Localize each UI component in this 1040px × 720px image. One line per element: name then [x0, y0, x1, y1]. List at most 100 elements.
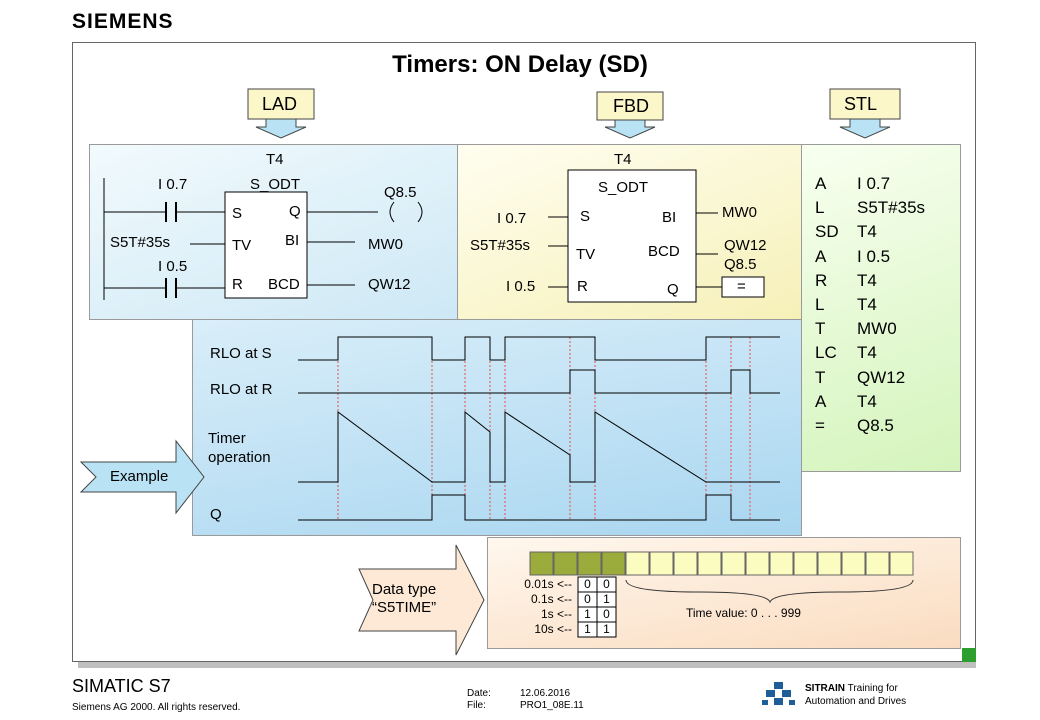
bit-row: 1 1: [578, 622, 616, 637]
stl-tab-arrow: [829, 88, 901, 139]
lad-timer-name: T4: [266, 151, 284, 168]
sitrain-sub-1: Training for: [847, 683, 898, 694]
lad-pin-tv: TV: [232, 237, 252, 254]
timer-operation-signal: [298, 410, 780, 483]
base-001: 0.01s <--: [524, 577, 572, 591]
lad-pin-r: R: [232, 276, 243, 293]
sitrain-label: SITRAIN: [805, 683, 845, 694]
rlo-r-signal: [298, 369, 780, 394]
stl-operand: Q8.5: [857, 415, 894, 435]
value-brace: [625, 579, 914, 604]
time-value-label: Time value: 0 . . . 999: [686, 606, 801, 620]
example-label: Example: [110, 468, 169, 485]
lad-pin-bcd: BCD: [268, 276, 300, 293]
tab-stl[interactable]: STL: [844, 94, 878, 114]
fbd-output-bi: MW0: [722, 204, 757, 221]
sitrain-logo-icon: [762, 682, 795, 705]
stl-line: A I 0.7: [815, 174, 925, 198]
sitrain-name: SITRAIN Training for: [805, 683, 898, 694]
stl-line: SD T4: [815, 222, 925, 246]
bit-row: 0 0: [578, 577, 616, 592]
fbd-output-q: Q8.5: [724, 256, 757, 273]
lad-coil-label: Q8.5: [384, 184, 417, 201]
stl-line: T MW0: [815, 319, 925, 343]
timer-op-label-1: Timer: [208, 430, 246, 447]
timing-markers: [337, 337, 751, 520]
fbd-pin-bcd: BCD: [648, 243, 680, 260]
fbd-block-name: S_ODT: [598, 179, 649, 196]
fbd-timer-box: [567, 169, 697, 303]
lad-tab-arrow: [247, 88, 315, 139]
fbd-output-bcd: QW12: [724, 237, 767, 254]
fbd-tab-arrow: [596, 91, 664, 139]
bit-row: 1 0: [578, 607, 616, 622]
file-value: PRO1_08E.11: [520, 700, 584, 711]
sitrain-sub-2: Automation and Drives: [805, 696, 907, 707]
siemens-logo: SIEMENS: [72, 10, 174, 33]
timing-panel: [192, 319, 802, 536]
s5time-bases: 0.01s <-- 0.1s <-- 1s <-- 10s <--: [490, 577, 572, 637]
stl-operand: T4: [857, 343, 877, 363]
q-signal: [298, 494, 780, 521]
bit-cell: 0: [603, 577, 610, 591]
stl-operation: T: [815, 367, 826, 387]
rlo-s-signal: [298, 336, 780, 361]
stl-operand: I 0.5: [857, 246, 891, 266]
q-label: Q: [210, 506, 222, 523]
lad-input-tv: S5T#35s: [110, 234, 171, 251]
stl-operand: T4: [857, 294, 877, 314]
stl-operation: A: [815, 391, 827, 411]
bit-cell: 0: [603, 607, 610, 621]
bit-cell: 1: [603, 622, 610, 636]
stl-operand: T4: [857, 391, 877, 411]
lad-pin-s: S: [232, 205, 243, 222]
stl-operand: I 0.7: [857, 174, 891, 193]
base-1: 1s <--: [540, 607, 572, 621]
stl-operation: SD: [815, 222, 839, 242]
stl-operand: T4: [857, 270, 877, 290]
fbd-input-tv: S5T#35s: [470, 237, 531, 254]
fbd-pin-q: Q: [667, 281, 679, 298]
date-value: 12.06.2016: [520, 688, 571, 699]
stl-line: =Q8.5: [815, 416, 925, 440]
stl-operand: QW12: [857, 367, 906, 387]
stl-operation: T: [815, 319, 826, 339]
rlo-s-label: RLO at S: [210, 345, 272, 362]
stl-operation: L: [815, 294, 825, 314]
lad-output-bcd: QW12: [368, 276, 411, 293]
date-label: Date:: [467, 688, 491, 699]
bit-cell: 1: [584, 622, 591, 636]
s5time-arrow-label-2: “S5TIME”: [372, 599, 437, 616]
stl-line: A I 0.5: [815, 247, 925, 271]
s5time-arrow-label-1: Data type: [372, 581, 437, 598]
stl-panel: [801, 144, 961, 472]
file-label: File:: [467, 700, 486, 711]
stl-line: T QW12: [815, 368, 925, 392]
fbd-pin-s: S: [580, 208, 591, 225]
fbd-input-r: I 0.5: [506, 278, 536, 295]
stl-operation: A: [815, 174, 827, 193]
tab-lad[interactable]: LAD: [262, 94, 298, 114]
stl-operand: MW0: [857, 319, 897, 339]
stl-operation: L: [815, 198, 825, 218]
fbd-input-s: I 0.7: [497, 210, 527, 227]
stl-operand: T4: [857, 222, 877, 242]
bit-row: 0 1: [578, 592, 616, 607]
bit-cell: 0: [584, 592, 591, 606]
lad-input-s: I 0.7: [158, 176, 188, 193]
tab-fbd[interactable]: FBD: [613, 96, 649, 116]
stl-line: L T4: [815, 295, 925, 319]
fbd-pin-tv: TV: [576, 246, 596, 263]
stl-operation: A: [815, 246, 827, 266]
fbd-assign-symbol: =: [737, 278, 746, 295]
fbd-pin-r: R: [577, 278, 588, 295]
